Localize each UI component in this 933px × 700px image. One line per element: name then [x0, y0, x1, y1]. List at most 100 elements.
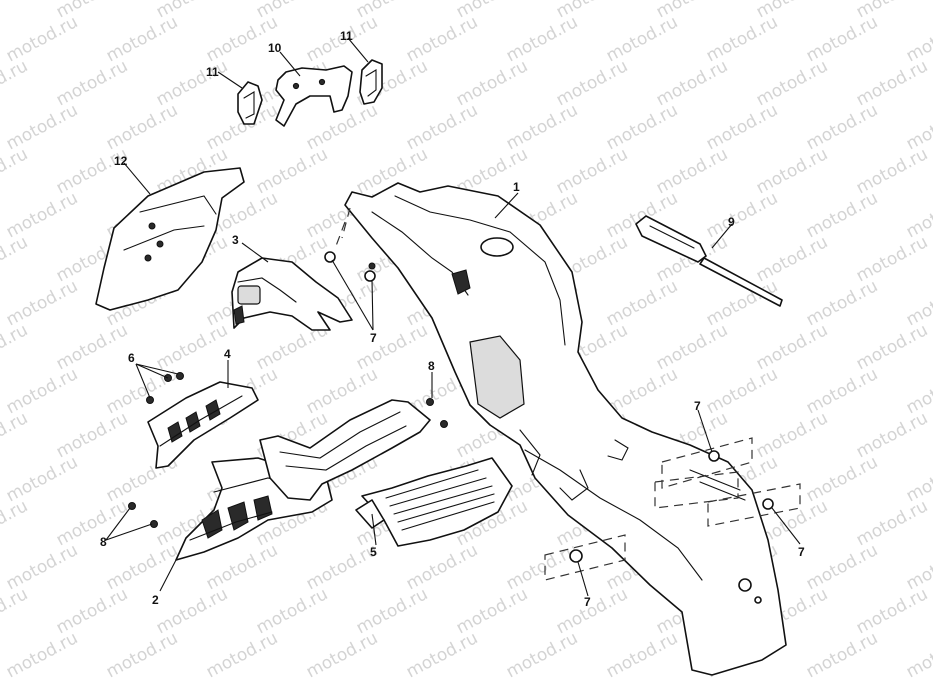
callout-5: 5 — [370, 545, 377, 559]
callout-7-upper: 7 — [370, 331, 377, 345]
watermark-text: motod.ru — [53, 320, 131, 374]
watermark-text: motod.ru — [853, 496, 931, 550]
callout-9: 9 — [728, 215, 735, 229]
watermark-text: motod.ru — [853, 56, 931, 110]
watermark-text: motod.ru — [653, 144, 731, 198]
watermark-text: motod.ru — [0, 144, 31, 198]
watermark-text: motod.ru — [603, 12, 681, 66]
watermark-text: motod.ru — [653, 56, 731, 110]
part-4-bracket — [147, 381, 259, 469]
watermark-text: motod.ru — [553, 584, 631, 638]
watermark-text: motod.ru — [203, 628, 281, 682]
watermark-text: motod.ru — [603, 276, 681, 330]
watermark-text: motod.ru — [3, 276, 81, 330]
watermark-text: motod.ru — [303, 628, 381, 682]
callout-8-right: 8 — [428, 359, 435, 373]
watermark-text: motod.ru — [803, 452, 881, 506]
watermark-text: motod.ru — [353, 320, 431, 374]
watermark-text: motod.ru — [703, 364, 781, 418]
watermark-text: motod.ru — [0, 0, 31, 22]
watermark-text: motod.ru — [553, 56, 631, 110]
watermark-text: motod.ru — [53, 496, 131, 550]
callout-11-right: 11 — [340, 29, 353, 43]
watermark-text: motod.ru — [253, 144, 331, 198]
watermark-text: motod.ru — [153, 584, 231, 638]
watermark-text: motod.ru — [53, 584, 131, 638]
mounting-outlines — [335, 207, 801, 581]
callout-11-left: 11 — [206, 65, 219, 79]
watermark-text: motod.ru — [503, 100, 581, 154]
part-3-light-housing — [231, 257, 353, 331]
watermark-text: motod.ru — [203, 12, 281, 66]
part-9-screwdriver — [635, 215, 783, 307]
watermark-text: motod.ru — [753, 408, 831, 462]
callout-7-far-right: 7 — [798, 545, 805, 559]
watermark-text: motod.ru — [853, 408, 931, 462]
part-5-grille — [355, 457, 513, 547]
watermark-text: motod.ru — [503, 12, 581, 66]
watermark-text: motod.ru — [3, 100, 81, 154]
watermark-text: motod.ru — [803, 276, 881, 330]
watermark-text: motod.ru — [803, 188, 881, 242]
watermark-text: motod.ru — [0, 496, 31, 550]
watermark-text: motod.ru — [53, 56, 131, 110]
watermark-text: motod.ru — [903, 628, 933, 682]
part-12-cowl — [95, 167, 245, 311]
watermark-text: motod.ru — [853, 584, 931, 638]
part-11-reflector-left — [237, 81, 263, 125]
callout-7-lower: 7 — [584, 595, 591, 609]
watermark-text: motod.ru — [703, 100, 781, 154]
watermark-text: motod.ru — [803, 364, 881, 418]
callout-4: 4 — [224, 347, 231, 361]
watermark-text: motod.ru — [803, 540, 881, 594]
watermark-text: motod.ru — [3, 452, 81, 506]
watermark-text: motod.ru — [0, 232, 31, 286]
watermark-text: motod.ru — [503, 628, 581, 682]
watermark-text: motod.ru — [103, 540, 181, 594]
watermark-text: motod.ru — [653, 320, 731, 374]
watermark-text: motod.ru — [703, 188, 781, 242]
watermark-text: motod.ru — [753, 232, 831, 286]
watermark-text: motod.ru — [403, 540, 481, 594]
callout-labels: 1 2 3 4 5 6 7 7 7 7 8 8 9 10 11 11 12 — [100, 29, 805, 609]
watermark-text: motod.ru — [803, 628, 881, 682]
watermark-text: motod.ru — [453, 584, 531, 638]
callout-12: 12 — [114, 154, 128, 168]
watermark-text: motod.ru — [0, 584, 31, 638]
watermark-text: motod.ru — [853, 144, 931, 198]
watermark-text: motod.ru — [53, 408, 131, 462]
watermark-text: motod.ru — [253, 584, 331, 638]
watermark-text: motod.ru — [503, 540, 581, 594]
leader-lines — [105, 37, 801, 597]
watermark-text: motod.ru — [853, 320, 931, 374]
watermark-text: motod.ru — [3, 540, 81, 594]
inner-fender — [259, 399, 431, 501]
watermark-text: motod.ru — [753, 56, 831, 110]
watermark-text: motod.ru — [853, 232, 931, 286]
watermark-text: motod.ru — [103, 628, 181, 682]
fasteners — [128, 251, 774, 563]
part-11-reflector-right — [359, 59, 383, 105]
callout-8-left: 8 — [100, 535, 107, 549]
watermark-text: motod.ru — [403, 100, 481, 154]
watermark-text: motod.ru — [703, 12, 781, 66]
watermark-text: motod.ru — [3, 628, 81, 682]
watermark-text: motod.ru — [53, 144, 131, 198]
watermark-text: motod.ru — [603, 628, 681, 682]
watermark-text: motod.ru — [153, 320, 231, 374]
watermark-text: motod.ru — [803, 12, 881, 66]
watermark-text: motod.ru — [103, 12, 181, 66]
watermark-text: motod.ru — [753, 320, 831, 374]
watermark-text: motod.ru — [3, 12, 81, 66]
watermark-text: motod.ru — [803, 100, 881, 154]
watermark-text: motod.ru — [403, 628, 481, 682]
watermark-text: motod.ru — [403, 12, 481, 66]
watermark-text: motod.ru — [0, 56, 31, 110]
callout-2: 2 — [152, 593, 159, 607]
watermark-text: motod.ru — [603, 100, 681, 154]
watermark-text: motod.ru — [353, 584, 431, 638]
callout-6: 6 — [128, 351, 135, 365]
watermark-text: motod.ru — [0, 408, 31, 462]
